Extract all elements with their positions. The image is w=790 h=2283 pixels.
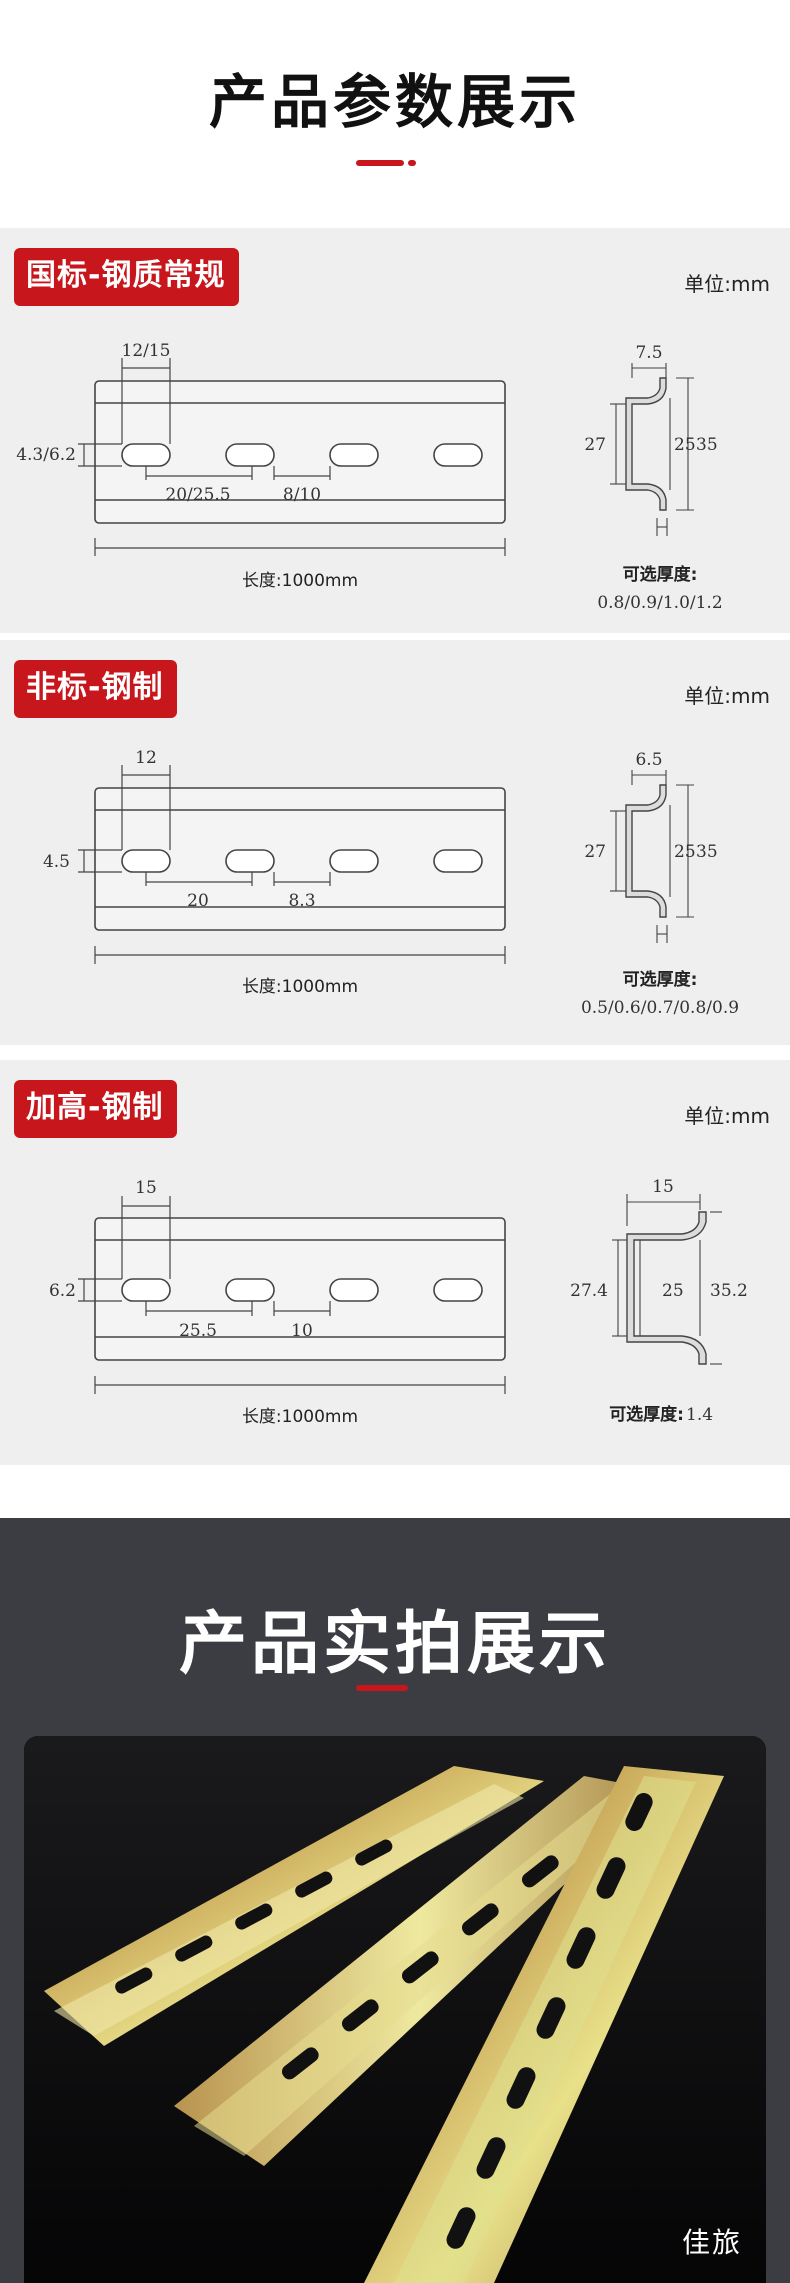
gap-label: 8/10 xyxy=(283,485,321,505)
rail-2 xyxy=(174,1776,664,2166)
thickness-values: 1.4 xyxy=(686,1405,713,1425)
spec-panel-raised: 加高-钢制 单位:mm 15 6.2 25.5 10 长度:1000mm xyxy=(0,1060,790,1465)
slot-hole xyxy=(121,1278,171,1302)
profile-left-label: 27.4 xyxy=(570,1281,608,1301)
spec-unit: 单位:mm xyxy=(684,684,770,708)
profile-inner-label: 25 xyxy=(674,842,696,862)
slot-hole xyxy=(121,849,171,873)
header-section: 产品参数展示 xyxy=(0,0,790,225)
profile-inner-label: 25 xyxy=(674,435,696,455)
pitch-label: 20/25.5 xyxy=(165,485,230,505)
slot-hole xyxy=(329,1278,379,1302)
rail-drawing: 12 4.5 20 8.3 长度:1000mm 6.5 27 25 35 可选厚… xyxy=(43,748,739,1018)
thickness-label: 可选厚度: xyxy=(623,969,698,990)
slot-hole xyxy=(329,849,379,873)
length-label: 长度:1000mm xyxy=(242,977,358,997)
hole-height-label: 4.3/6.2 xyxy=(16,445,76,465)
rail-photo-illustration xyxy=(24,1736,766,2283)
photo-title-underline xyxy=(356,1685,408,1691)
hole-height-label: 4.5 xyxy=(43,852,70,872)
rail-drawing: 15 6.2 25.5 10 长度:1000mm 15 27.4 25 35.2… xyxy=(49,1177,748,1427)
pitch-label: 20 xyxy=(187,891,209,911)
profile-left-label: 27 xyxy=(584,435,606,455)
profile-top-label: 6.5 xyxy=(635,750,662,770)
rail-body xyxy=(94,1217,506,1361)
spec-unit: 单位:mm xyxy=(684,272,770,296)
rail-top-view xyxy=(94,380,506,524)
thickness-values: 0.5/0.6/0.7/0.8/0.9 xyxy=(581,998,739,1018)
gap-label: 8.3 xyxy=(288,891,315,911)
slot-hole xyxy=(433,443,483,467)
rail-3 xyxy=(364,1766,724,2283)
hole-width-label: 12 xyxy=(135,748,157,768)
slot-hole xyxy=(225,1278,275,1302)
dimension-lines xyxy=(78,358,506,556)
profile-right-label: 35 xyxy=(696,435,718,455)
slot-hole xyxy=(225,849,275,873)
slot-hole xyxy=(121,443,171,467)
product-photo: 佳旅 xyxy=(24,1736,766,2283)
underline-bar xyxy=(356,160,404,166)
slot-hole xyxy=(329,443,379,467)
spec-tag: 国标-钢质常规 xyxy=(14,248,240,306)
spec-tag: 非标-钢制 xyxy=(14,660,178,718)
rail-profile xyxy=(610,363,694,536)
photo-section: 产品实拍展示 xyxy=(0,1518,790,2283)
rail-body xyxy=(94,787,506,931)
rail-drawing: 12/15 4.3/6.2 20/25.5 8/10 长度:1000mm 7.5… xyxy=(16,341,722,613)
profile-right-label: 35 xyxy=(696,842,718,862)
profile-right-label: 35.2 xyxy=(710,1281,748,1301)
pitch-label: 25.5 xyxy=(179,1321,217,1341)
profile-inner-label: 25 xyxy=(662,1281,684,1301)
length-label: 长度:1000mm xyxy=(242,1407,358,1427)
hole-width-label: 12/15 xyxy=(122,341,171,361)
dimension-lines xyxy=(78,1196,506,1394)
rail-top-view xyxy=(94,1217,506,1361)
spec-tag: 加高-钢制 xyxy=(14,1080,178,1138)
thickness-label: 可选厚度: xyxy=(623,564,698,585)
profile-left-label: 27 xyxy=(584,842,606,862)
thickness-values: 0.8/0.9/1.0/1.2 xyxy=(597,593,722,613)
rail-body xyxy=(94,380,506,524)
gap-label: 10 xyxy=(291,1321,313,1341)
rail-profile xyxy=(612,1194,722,1365)
rail-profile xyxy=(610,770,694,943)
spec-panel-standard: 国标-钢质常规 单位:mm 12/15 4.3/6.2 20/25.5 8/10 xyxy=(0,228,790,633)
spec-panel-nonstandard: 非标-钢制 单位:mm 12 4.5 20 8.3 长度:1000mm xyxy=(0,640,790,1045)
underline-dot xyxy=(408,160,416,166)
slot-hole xyxy=(433,849,483,873)
rail-top-view xyxy=(94,787,506,931)
dimension-lines xyxy=(78,765,506,964)
page-title: 产品参数展示 xyxy=(208,68,581,136)
hole-width-label: 15 xyxy=(135,1178,157,1198)
profile-top-label: 15 xyxy=(652,1177,674,1197)
title-underline xyxy=(356,160,416,166)
thickness-label: 可选厚度: xyxy=(609,1404,684,1425)
slot-hole xyxy=(225,443,275,467)
brand-watermark: 佳旅 xyxy=(681,2226,742,2259)
slot-hole xyxy=(433,1278,483,1302)
profile-top-label: 7.5 xyxy=(635,343,662,363)
spec-unit: 单位:mm xyxy=(684,1104,770,1128)
rail-1 xyxy=(44,1766,544,2046)
hole-height-label: 6.2 xyxy=(49,1281,76,1301)
length-label: 长度:1000mm xyxy=(242,571,358,591)
photo-section-title: 产品实拍展示 xyxy=(178,1605,611,1684)
